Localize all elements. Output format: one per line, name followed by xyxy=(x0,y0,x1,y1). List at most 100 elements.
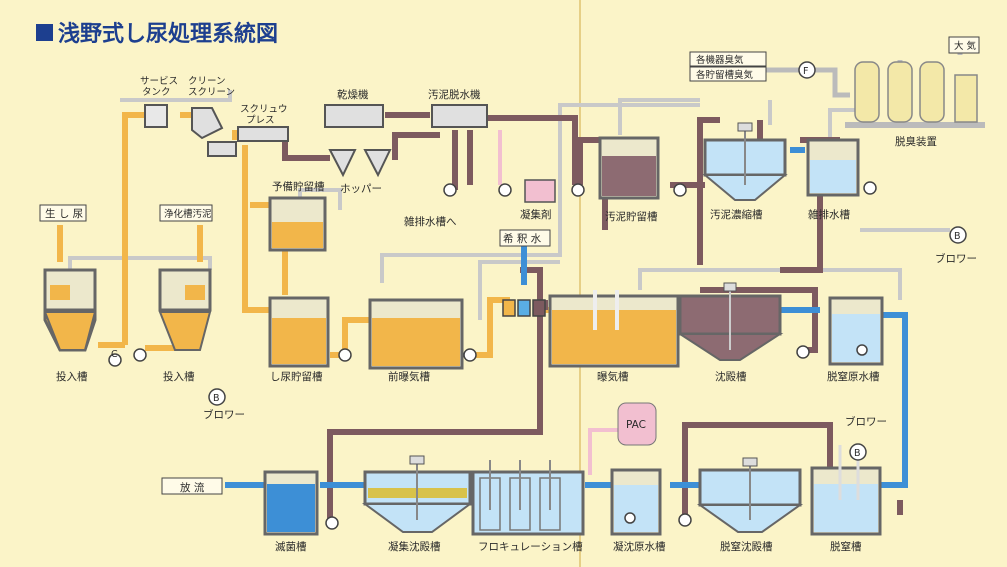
denit-sedimentation-label: 脱窒沈殿槽 xyxy=(720,540,773,553)
denit-raw-tank xyxy=(828,296,884,366)
dryer xyxy=(324,104,384,128)
pump-icon xyxy=(463,348,477,362)
sedimentation-tank xyxy=(676,282,784,361)
raw-sewage-box xyxy=(39,204,87,222)
pump-icon xyxy=(624,512,636,524)
flocculation-tank xyxy=(471,460,585,536)
septic-sludge-box xyxy=(159,204,213,222)
pump-icon xyxy=(856,344,868,356)
deodorizer xyxy=(845,36,985,128)
service-tank xyxy=(144,104,168,128)
svg-text:C: C xyxy=(111,349,118,360)
sludge-dewaterer xyxy=(431,104,488,128)
input-tank-2 xyxy=(158,268,212,351)
discharge-box xyxy=(161,477,223,495)
dilution-water-box xyxy=(499,229,551,247)
denitrification-label: 脱窒槽 xyxy=(830,540,862,553)
pre-aeration-label: 前曝気槽 xyxy=(388,370,430,383)
disinfection-tank xyxy=(263,470,319,536)
clean-screen xyxy=(191,107,224,140)
septic-sludge-label: 浄化槽汚泥 xyxy=(164,208,212,220)
discharge-label: 放 流 xyxy=(180,481,205,494)
raw-sewage-label: 生 し 尿 xyxy=(45,207,84,220)
disinfection-label: 滅菌槽 xyxy=(275,541,307,553)
storage-tank-label: し尿貯留槽 xyxy=(270,370,323,383)
pump-icon xyxy=(133,348,147,362)
sludge-thickener-label: 汚泥濃縮槽 xyxy=(710,208,763,221)
pac-label: PAC xyxy=(626,419,646,431)
storage-odor-label: 各貯留槽臭気 xyxy=(696,69,754,81)
storage-tank xyxy=(268,296,330,368)
svg-text:B: B xyxy=(213,393,220,404)
dryer-label: 乾燥機 xyxy=(337,88,369,101)
dilution-water-label: 希 釈 水 xyxy=(503,232,542,245)
blower-icon: B xyxy=(849,443,867,461)
misc-wastewater-label: 雑排水槽 xyxy=(808,208,850,221)
coag-sedimentation-label: 凝集沈殿槽 xyxy=(388,540,441,553)
deodorizer-label: 脱臭装置 xyxy=(895,135,937,148)
aeration-label: 曝気槽 xyxy=(597,370,629,383)
atmosphere-label: 大 気 xyxy=(954,40,977,52)
blower-3-label: ブロワー xyxy=(845,415,887,428)
mix-box-orange xyxy=(502,299,516,317)
coag-raw-label: 凝沈原水槽 xyxy=(613,540,666,553)
sludge-storage-tank xyxy=(598,136,660,200)
coagulant-tank xyxy=(524,179,556,203)
svg-text:B: B xyxy=(954,231,961,242)
denit-sedimentation-tank xyxy=(696,457,804,533)
svg-text:B: B xyxy=(854,448,861,459)
denitrification-tank xyxy=(810,445,882,536)
pump-icon xyxy=(673,183,687,197)
blower-icon: B xyxy=(949,226,967,244)
pump-icon xyxy=(108,353,122,367)
misc-wastewater-arrow-label: 雑排水槽へ xyxy=(404,215,457,228)
pac-tank xyxy=(617,402,657,446)
sludge-thickener-tank xyxy=(702,122,788,201)
clean-screen-label: クリーン スクリーン xyxy=(188,76,235,98)
coagulant-flow xyxy=(498,130,620,475)
pump-icon xyxy=(571,183,585,197)
pre-aeration-tank xyxy=(368,298,464,370)
sludge-storage-label: 汚泥貯留槽 xyxy=(605,210,658,223)
flocculation-label: フロキュレーション槽 xyxy=(478,541,583,553)
screw-press-label: スクリュウ プレス xyxy=(240,104,291,126)
sedimentation-label: 沈殿槽 xyxy=(715,370,747,383)
misc-wastewater-tank xyxy=(806,138,860,197)
blower-2-label: ブロワー xyxy=(935,252,977,265)
mix-box-blue xyxy=(517,299,531,317)
pump-icon xyxy=(325,516,339,530)
blower-1-label: ブロワー xyxy=(203,408,245,421)
hopper-label: ホッパー xyxy=(340,183,382,195)
pump-icon xyxy=(796,345,810,359)
input-tank-2-label: 投入槽 xyxy=(163,370,195,383)
equipment-odor-label: 各機器臭気 xyxy=(696,54,744,66)
svg-text:F: F xyxy=(803,66,808,77)
fan-icon: F xyxy=(798,61,816,79)
service-tank-label: サービス タンク xyxy=(140,76,181,98)
pump-icon xyxy=(498,183,512,197)
denit-raw-label: 脱窒原水槽 xyxy=(827,370,880,383)
reserve-tank xyxy=(268,196,327,252)
input-tank-1 xyxy=(43,268,97,352)
coag-sedimentation-tank xyxy=(361,455,474,533)
reserve-tank-label: 予備貯留槽 xyxy=(272,180,325,193)
coagulant-label: 凝集剤 xyxy=(520,208,552,221)
blower-icon: B xyxy=(208,388,226,406)
equipment-odor-box xyxy=(689,51,767,67)
storage-odor-box xyxy=(689,66,767,82)
pump-icon xyxy=(338,348,352,362)
page-title: 浅野式し尿処理系統図 xyxy=(58,21,278,47)
pump-icon xyxy=(863,181,877,195)
sludge-dewaterer-label: 汚泥脱水機 xyxy=(428,88,481,101)
hopper xyxy=(328,149,392,178)
pump-c-icon: C xyxy=(111,349,118,360)
title-marker-icon xyxy=(36,24,53,41)
aeration-tank xyxy=(548,290,680,368)
pump-icon xyxy=(443,183,457,197)
mix-box-brown xyxy=(532,299,546,317)
screw-press xyxy=(207,126,289,157)
input-tank-1-label: 投入槽 xyxy=(56,370,88,383)
pump-icon xyxy=(678,513,692,527)
